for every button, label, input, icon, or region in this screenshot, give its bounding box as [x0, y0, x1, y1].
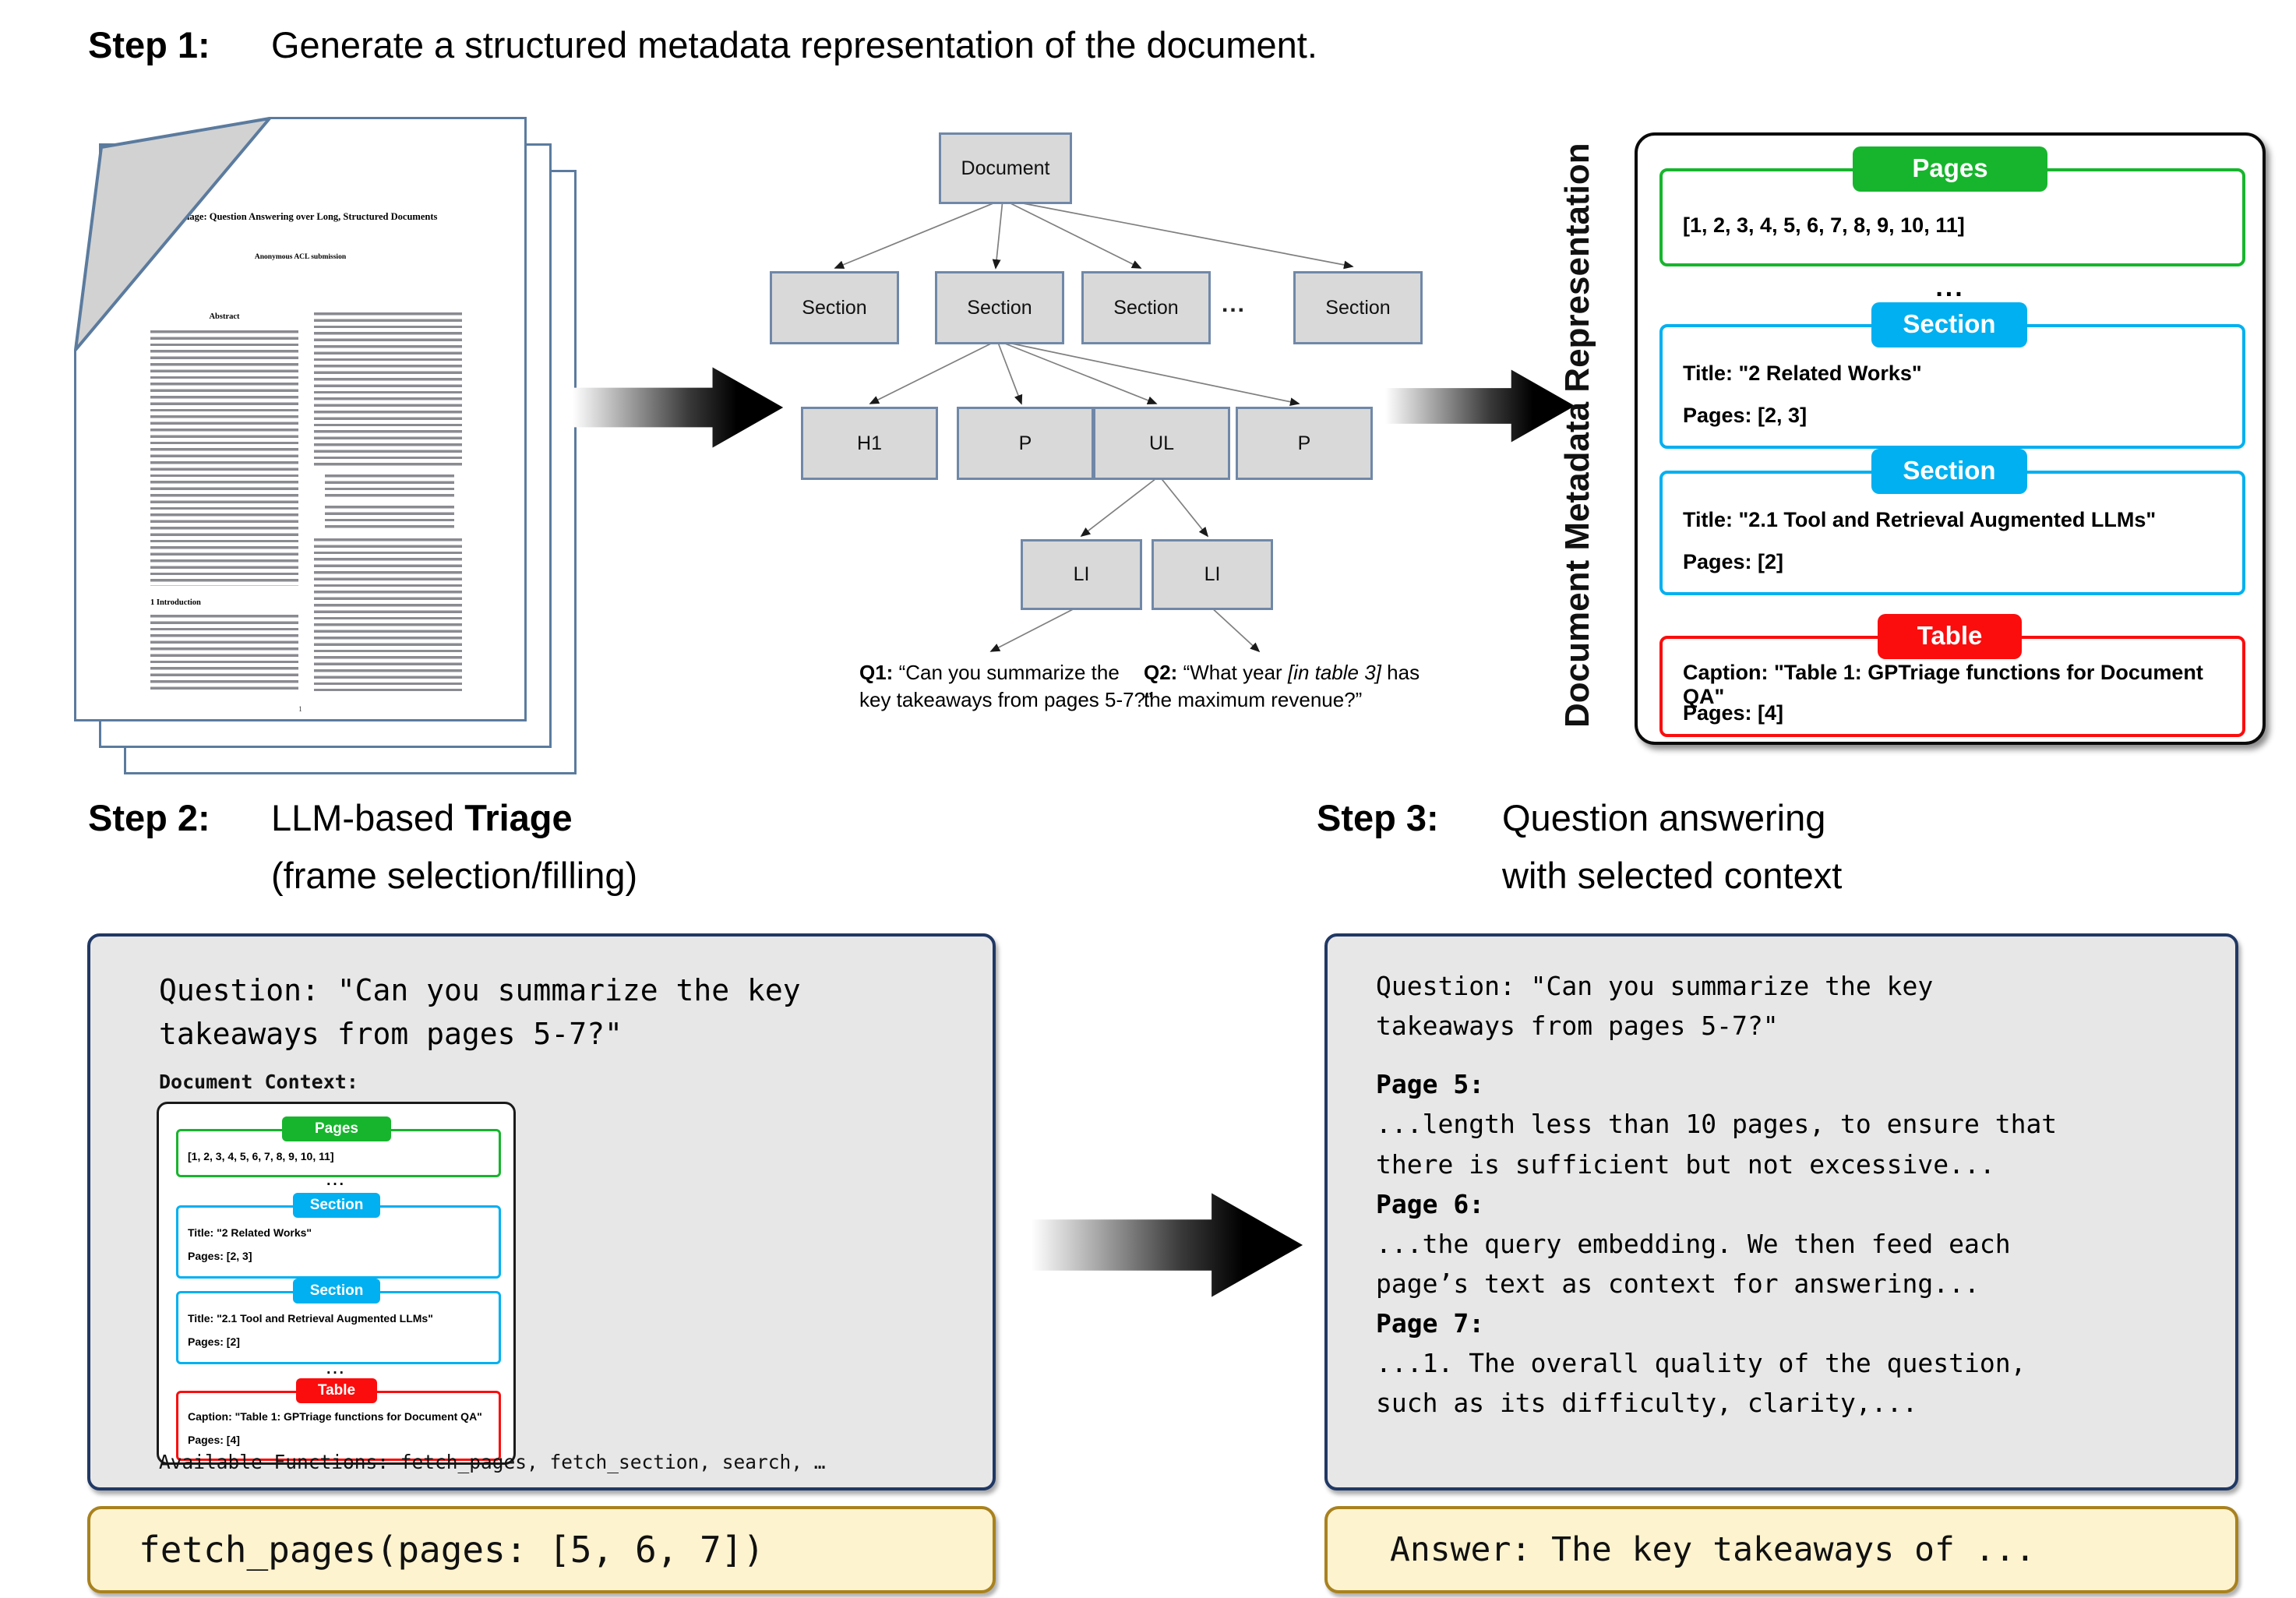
introduction-heading: 1 Introduction [150, 598, 201, 607]
abstract-heading: Abstract [209, 312, 240, 321]
arrow-right-icon [1385, 369, 1575, 443]
step3-answer-context-box: Question: "Can you summarize the key tak… [1324, 933, 2238, 1490]
step2-title: LLM-based Triage [271, 797, 573, 838]
page7-text-line1: ...1. The overall quality of the questio… [1376, 1348, 2026, 1379]
section-title: Title: "2 Related Works" [188, 1226, 312, 1239]
ellipsis: ... [1935, 273, 1965, 302]
tree-node-h1: H1 [801, 407, 938, 480]
greeked-text [314, 312, 462, 467]
ellipsis: ... [326, 1173, 346, 1189]
section-title: Title: "2.1 Tool and Retrieval Augmented… [188, 1312, 433, 1325]
step3-title-line2: with selected context [1502, 855, 1843, 896]
tree-node-p1: P [957, 407, 1094, 480]
page5-header: Page 5: [1376, 1069, 1485, 1100]
greeked-text [150, 330, 298, 586]
mini-metadata-panel: Pages [1, 2, 3, 4, 5, 6, 7, 8, 9, 10, 11… [157, 1102, 516, 1465]
section-badge: Section [1871, 302, 2027, 347]
greeked-text [325, 474, 454, 498]
section-badge: Section [293, 1279, 380, 1303]
section-pages: Pages: [2] [188, 1335, 240, 1348]
tree-node-li-1: LI [1021, 539, 1142, 610]
table-caption: Caption: "Table 1: GPTriage functions fo… [188, 1410, 482, 1423]
tree-node-section-3: Section [1081, 271, 1211, 344]
paper-title: GPTriage: Question Answering over Long, … [163, 211, 438, 222]
step3-question-line1: Question: "Can you summarize the key [1376, 971, 1934, 1001]
pages-badge: Pages [1853, 146, 2047, 192]
page6-text-line2: page’s text as context for answering... [1376, 1268, 1980, 1299]
metadata-panel: Pages [1, 2, 3, 4, 5, 6, 7, 8, 9, 10, 11… [1635, 132, 2266, 745]
pages-badge: Pages [282, 1116, 391, 1141]
section-title: Title: "2.1 Tool and Retrieval Augmented… [1683, 508, 2157, 531]
section-badge: Section [293, 1193, 380, 1218]
pages-list: [1, 2, 3, 4, 5, 6, 7, 8, 9, 10, 11] [1683, 213, 1965, 237]
step2-question-line2: takeaways from pages 5-7?" [159, 1017, 622, 1051]
document-tree: Document Section Section Section ... Sec… [748, 118, 1449, 734]
tree-node-ul: UL [1093, 407, 1230, 480]
step3-label: Step 3: [1317, 797, 1439, 838]
tree-node-document: Document [939, 132, 1072, 204]
step1-label: Step 1: [88, 24, 210, 65]
fetch-pages-call: fetch_pages(pages: [5, 6, 7]) [139, 1529, 765, 1571]
table-pages: Pages: [4] [188, 1434, 240, 1446]
arrow-right-icon [1031, 1193, 1303, 1297]
greeked-text [325, 506, 454, 529]
question-2-label: Q2: [1144, 661, 1178, 684]
step3-content: Question: "Can you summarize the key tak… [1376, 966, 2057, 1423]
table-badge: Table [296, 1378, 377, 1403]
fetch-pages-call-box: fetch_pages(pages: [5, 6, 7]) [87, 1506, 996, 1593]
question-1-label: Q1: [859, 661, 894, 684]
greeked-text [314, 538, 462, 691]
step2-title-line2: (frame selection/filling) [271, 855, 638, 896]
section-badge: Section [1871, 449, 2027, 494]
tree-edges [834, 199, 1354, 653]
step3-title: Question answering [1502, 797, 1826, 838]
table-badge: Table [1878, 614, 2022, 659]
section-title: Title: "2 Related Works" [1683, 362, 1922, 385]
question-2-text: Q2: “What year [in table 3] has the maxi… [1144, 661, 1420, 712]
answer-text: Answer: The key takeaways of ... [1390, 1530, 2036, 1569]
tree-node-section-2: Section [935, 271, 1064, 344]
tree-node-section-4: Section [1293, 271, 1423, 344]
question-1-text: Q1: “Can you summarize the key takeaways… [859, 661, 1152, 712]
folded-corner-icon [74, 117, 271, 351]
section-pages: Pages: [2, 3] [1683, 404, 1808, 427]
paper-page-number: 1 [298, 705, 302, 713]
page7-text-line2: such as its difficulty, clarity,... [1376, 1388, 1918, 1419]
step2-question-line1: Question: "Can you summarize the key [159, 973, 801, 1007]
section-frame-1: Title: "2 Related Works" Pages: [2, 3] [1659, 324, 2245, 449]
step1-title: Generate a structured metadata represent… [271, 24, 1317, 65]
paper-byline: Anonymous ACL submission [254, 253, 347, 261]
tree-node-li-2: LI [1152, 539, 1273, 610]
page5-text-line2: there is sufficient but not excessive... [1376, 1148, 1995, 1180]
page6-header: Page 6: [1376, 1188, 1485, 1219]
tree-node-section-1: Section [770, 271, 899, 344]
step2-context-box: Question: "Can you summarize the key tak… [87, 933, 996, 1490]
page7-header: Page 7: [1376, 1308, 1485, 1339]
ellipsis: ... [326, 1361, 346, 1378]
answer-box: Answer: The key takeaways of ... [1324, 1506, 2238, 1593]
section-pages: Pages: [2, 3] [188, 1250, 252, 1262]
page5-text-line1: ...length less than 10 pages, to ensure … [1376, 1109, 2058, 1140]
available-functions-line: Available Functions: fetch_pages, fetch_… [159, 1451, 826, 1473]
paper-left-column: Abstract 1 Introduction [150, 312, 298, 693]
panel-vertical-label: Document Metadata Representation [1558, 143, 1596, 728]
arrow-right-icon [573, 367, 784, 448]
section-pages: Pages: [2] [1683, 550, 1784, 573]
document-context-label: Document Context: [159, 1071, 358, 1093]
step3-question-line2: takeaways from pages 5-7?" [1376, 1011, 1779, 1042]
tree-ellipsis: ... [1222, 291, 1247, 317]
page6-text-line1: ...the query embedding. We then feed eac… [1376, 1228, 2011, 1259]
step2-label: Step 2: [88, 797, 210, 838]
table-pages: Pages: [4] [1683, 701, 1784, 725]
paper-right-column [314, 312, 462, 691]
pages-list: [1, 2, 3, 4, 5, 6, 7, 8, 9, 10, 11] [188, 1150, 334, 1162]
tree-node-p2: P [1236, 407, 1373, 480]
table-caption: Caption: "Table 1: GPTriage functions fo… [1683, 661, 2203, 708]
greeked-text [150, 615, 298, 693]
